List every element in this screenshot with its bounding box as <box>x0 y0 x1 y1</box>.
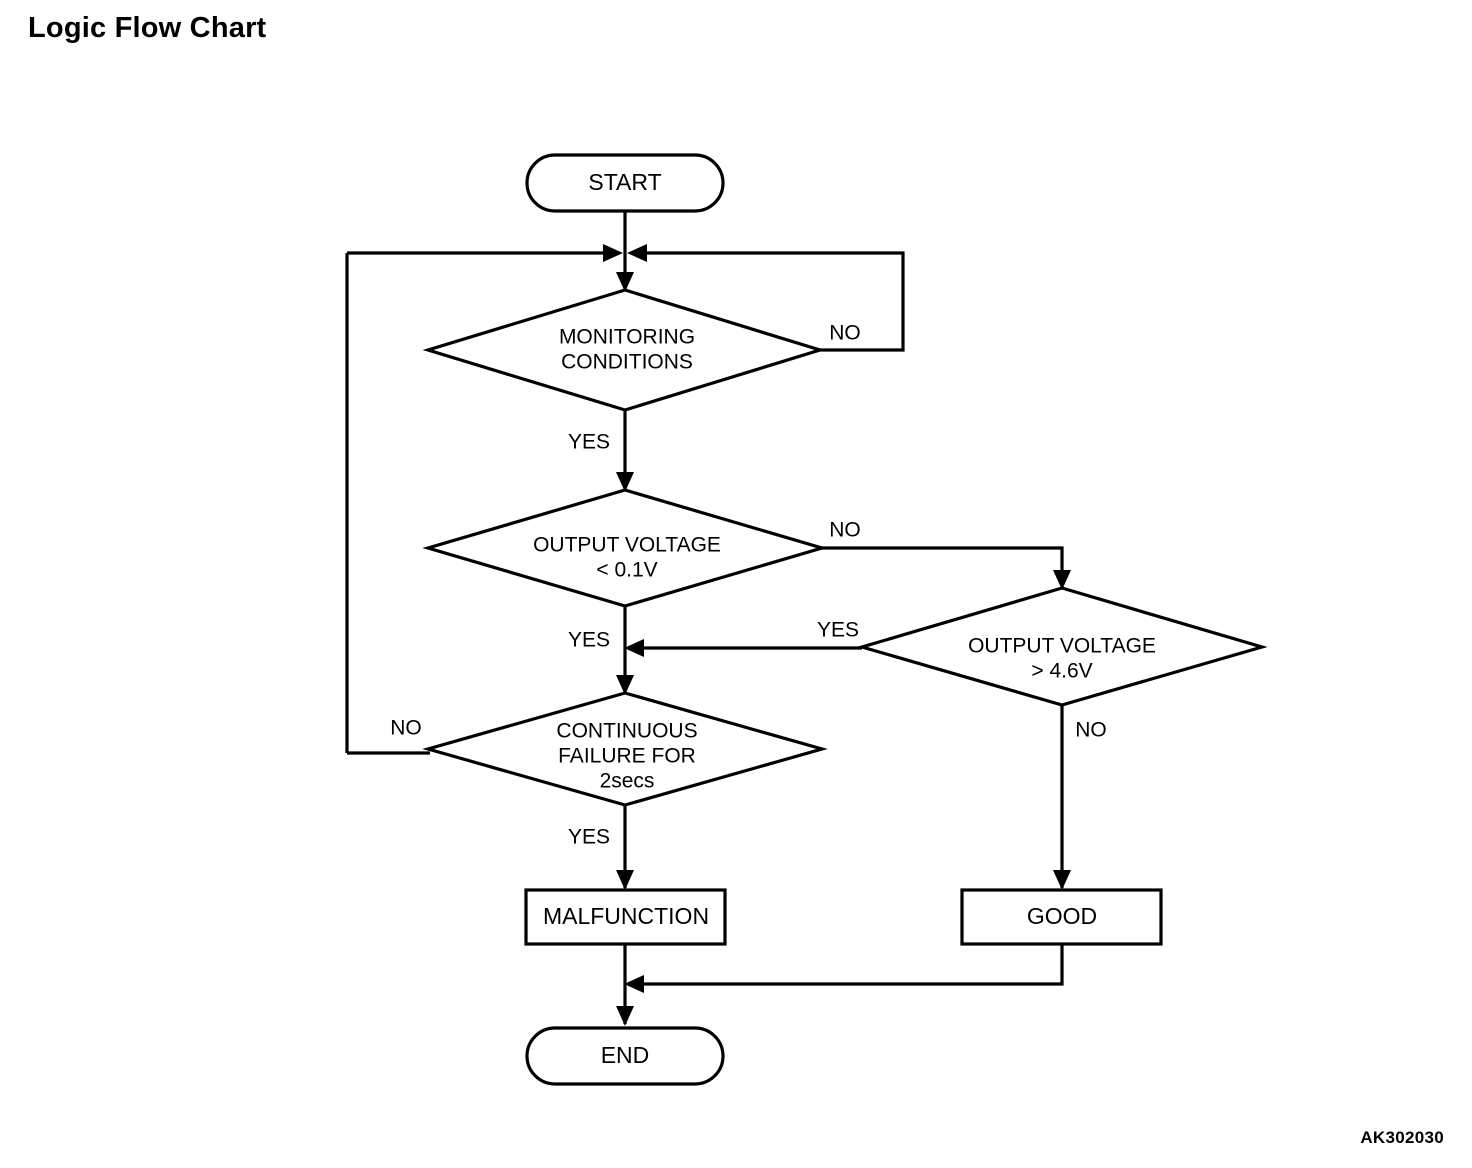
edge-label-failure-no: NO <box>390 717 422 740</box>
arrowhead-loopback-left <box>603 244 623 262</box>
voltage-high-decision-shape <box>856 586 1268 707</box>
node-malfunction: MALFUNCTION <box>524 888 727 946</box>
start-terminator-shape <box>525 153 725 213</box>
voltage-high-label-line1: OUTPUT VOLTAGE <box>968 635 1156 658</box>
edge-label-voltage-low-no: NO <box>829 519 861 542</box>
edge-label-voltage-high-yes: YES <box>817 619 859 642</box>
failure-label-line2: FAILURE FOR <box>558 745 696 768</box>
arrowhead-into-end <box>616 1006 634 1026</box>
end-terminator-shape <box>525 1026 725 1086</box>
malfunction-box-shape <box>524 888 727 946</box>
edge-label-failure-yes: YES <box>568 826 610 849</box>
voltage-low-decision-shape <box>422 488 828 608</box>
edge-monitoring-no-loop <box>642 251 905 352</box>
node-start: START <box>525 153 725 213</box>
arrowhead-into-voltage-high <box>1053 570 1071 590</box>
arrowhead-good-merge <box>624 975 644 993</box>
arrowhead-voltage-high-yes <box>624 639 644 657</box>
node-continuous-failure: CONTINUOUS FAILURE FOR 2secs <box>422 691 828 807</box>
monitoring-decision-shape <box>422 288 826 412</box>
arrowhead-into-voltage-low <box>616 472 634 492</box>
end-label: END <box>601 1042 650 1068</box>
figure-code: AK302030 <box>1360 1128 1444 1147</box>
node-end: END <box>525 1026 725 1086</box>
monitoring-label-line2: CONDITIONS <box>561 351 693 374</box>
arrowhead-loopback-right <box>627 244 647 262</box>
edge-good-to-end <box>640 944 1064 986</box>
node-output-voltage-high: OUTPUT VOLTAGE > 4.6V <box>856 586 1268 707</box>
start-label: START <box>588 169 661 195</box>
failure-label-line1: CONTINUOUS <box>556 720 697 743</box>
voltage-low-label-line2: < 0.1V <box>596 559 657 582</box>
page-title: Logic Flow Chart <box>28 12 267 44</box>
malfunction-label: MALFUNCTION <box>543 903 709 929</box>
good-label: GOOD <box>1027 903 1097 929</box>
good-box-shape <box>960 888 1163 946</box>
edge-label-monitoring-no: NO <box>829 322 861 345</box>
edge-label-voltage-high-no: NO <box>1075 719 1107 742</box>
arrowhead-into-good <box>1053 870 1071 890</box>
edge-label-voltage-low-yes: YES <box>568 629 610 652</box>
arrowhead-into-failure <box>616 675 634 695</box>
node-good: GOOD <box>960 888 1163 946</box>
node-output-voltage-low: OUTPUT VOLTAGE < 0.1V <box>422 488 828 608</box>
failure-decision-shape <box>422 691 828 807</box>
edge-voltage-low-no <box>820 546 1064 586</box>
edge-label-monitoring-yes: YES <box>568 431 610 454</box>
voltage-high-label-line2: > 4.6V <box>1031 660 1092 683</box>
failure-label-line3: 2secs <box>600 770 655 793</box>
voltage-low-label-line1: OUTPUT VOLTAGE <box>533 534 721 557</box>
node-monitoring-conditions: MONITORING CONDITIONS <box>422 288 826 412</box>
arrowhead-into-monitoring <box>616 272 634 292</box>
arrowhead-into-malfunction <box>616 870 634 890</box>
monitoring-label-line1: MONITORING <box>559 326 695 349</box>
